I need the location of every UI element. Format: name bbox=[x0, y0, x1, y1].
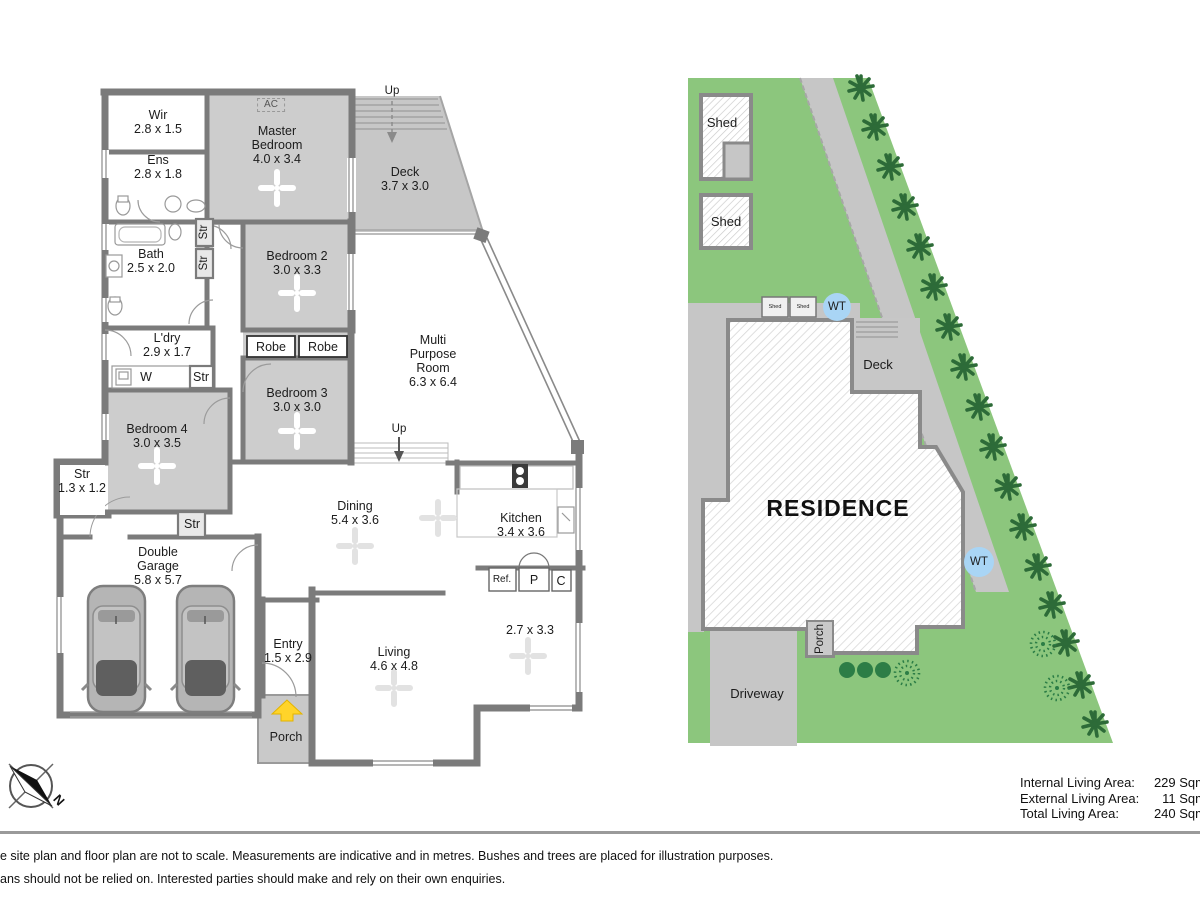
storage-boxes bbox=[60, 217, 348, 539]
area-summary: Internal Living Area: 229 Sqm External L… bbox=[1020, 775, 1200, 822]
small-shed-1-icon bbox=[761, 296, 789, 318]
driveway-area bbox=[710, 629, 797, 746]
bathroom-fixtures bbox=[105, 195, 206, 389]
windows bbox=[55, 150, 583, 768]
up-arrow-deck bbox=[387, 101, 397, 143]
summary-row-external: External Living Area: 11 Sqm bbox=[1020, 790, 1200, 806]
up-arrow-stairs bbox=[394, 437, 404, 462]
str-closet-2-box bbox=[194, 247, 215, 280]
footer-divider bbox=[0, 831, 1200, 834]
disclaimer-line-1: e site plan and floor plan are not to sc… bbox=[0, 849, 774, 863]
water-tank-1-icon bbox=[823, 293, 851, 321]
site-deck-stairs-icon bbox=[856, 321, 898, 338]
angled-window bbox=[480, 237, 582, 447]
robe-2-box bbox=[298, 335, 348, 358]
water-tank-2-icon bbox=[964, 547, 994, 577]
small-shed-2-icon bbox=[789, 296, 817, 318]
site-porch-area bbox=[806, 620, 834, 657]
disclaimer-line-2: ans should not be relied on. Interested … bbox=[0, 872, 506, 886]
str-room-box bbox=[60, 465, 105, 515]
str-laundry-box bbox=[188, 364, 215, 390]
compass-icon bbox=[8, 763, 54, 809]
car-2-icon bbox=[169, 584, 242, 714]
fridge-box bbox=[488, 567, 517, 592]
pantry-box bbox=[518, 567, 550, 592]
cupboard-box bbox=[551, 569, 572, 592]
site-plan bbox=[688, 74, 1113, 746]
deck-stairs-icon bbox=[353, 98, 447, 130]
kitchen-fittings bbox=[456, 464, 575, 592]
sink-icon bbox=[557, 506, 575, 534]
str-closet-1-box bbox=[194, 217, 215, 248]
robe-1-box bbox=[246, 335, 296, 358]
door-arcs bbox=[89, 199, 550, 698]
ac-unit-label: AC bbox=[257, 98, 285, 112]
residence-footprint bbox=[701, 318, 965, 658]
shed-1-icon bbox=[699, 93, 753, 181]
entry-arrow-icon bbox=[270, 699, 304, 722]
shed-2-icon bbox=[699, 193, 753, 250]
left-paving-sliver bbox=[688, 500, 704, 632]
floor-plan bbox=[53, 88, 586, 768]
garden-shrubs bbox=[839, 630, 1071, 702]
left-paving bbox=[688, 303, 731, 502]
summary-row-internal: Internal Living Area: 229 Sqm bbox=[1020, 775, 1200, 790]
disclaimer-text: e site plan and floor plan are not to sc… bbox=[0, 845, 773, 891]
site-deck-area bbox=[852, 318, 920, 392]
str-garage-box bbox=[176, 510, 207, 539]
car-1-icon bbox=[80, 584, 153, 714]
stove-icon bbox=[512, 464, 528, 488]
summary-row-total: Total Living Area: 240 Sqm bbox=[1020, 806, 1200, 821]
